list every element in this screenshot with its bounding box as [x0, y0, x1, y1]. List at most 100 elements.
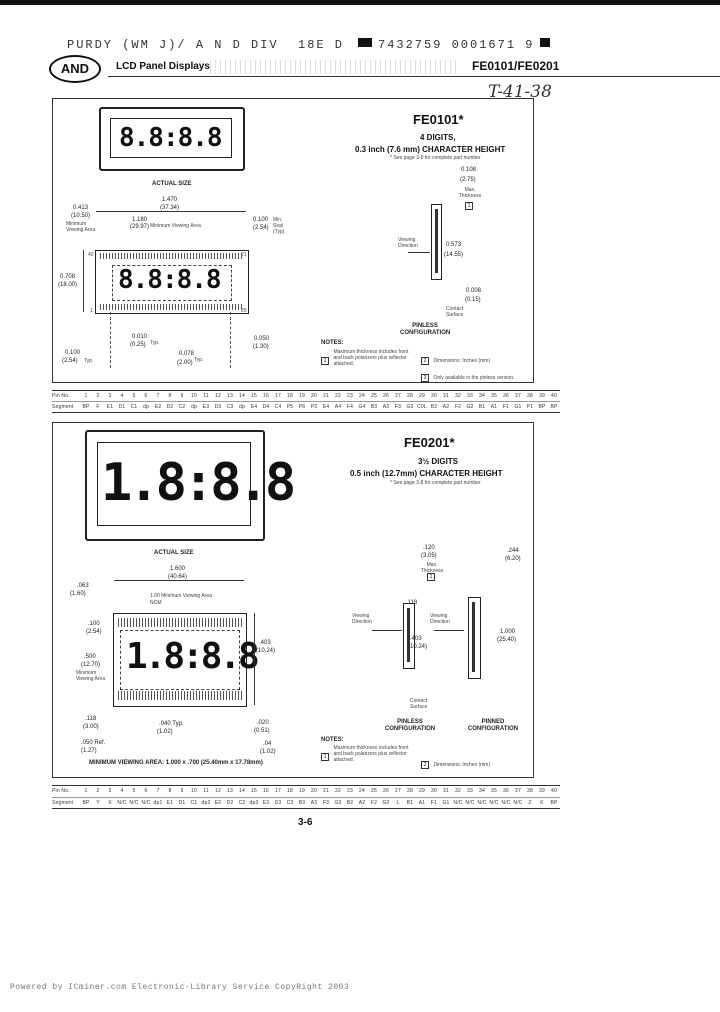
fe0101-side-h: 0.573 — [446, 242, 462, 248]
fe0101-pin-cell: 9 — [180, 393, 184, 399]
fe0201-pin-cell: 19 — [299, 788, 305, 794]
fe0101-pitch: 0.100 — [65, 350, 81, 356]
fe0101-side-h-mm: (14.55) — [444, 252, 464, 258]
fe0201-seg-cell: A3 — [310, 800, 318, 806]
fe0101-pin-cell: 1 — [84, 393, 88, 399]
fe0201-view-label: 1.00 Minimum Viewing Area — [150, 593, 212, 599]
fe0101-pin-cell: 3 — [108, 393, 112, 399]
fe0201-ref3: .020 — [257, 720, 269, 726]
fe0201-right-dim-mm: (1.02) — [260, 749, 276, 755]
fe0201-max-thick-mm: (3.05) — [421, 553, 437, 559]
fe0101-overall-w-mm: (37.34) — [160, 205, 180, 211]
fe0201-pin-cell: 37 — [515, 788, 521, 794]
fe0101-seg-cell: P3 — [310, 404, 318, 410]
fe0101-pin-cell: 8 — [168, 393, 172, 399]
fe0101-pin-cell: 16 — [263, 393, 269, 399]
fe0201-seg-cell: B1 — [406, 800, 414, 806]
fe0101-seg-cell: G2 — [466, 404, 474, 410]
fe0101-seg-cell: dp — [191, 404, 197, 410]
fe0101-min-label: Min. Seal (Typ) — [273, 217, 285, 235]
fe0101-contact: Contact Surface — [446, 306, 464, 318]
fe0101-note-2: 2 Dimensions: Inches (mm) — [421, 349, 521, 367]
fe0101-pin-cell: 37 — [515, 393, 521, 399]
fe0101-viewing: Viewing Direction — [398, 237, 418, 249]
fe0101-pin-typ: Typ. — [150, 340, 160, 346]
fe0201-seg-cell: C3 — [286, 800, 294, 806]
fe0201-ref-mm: (1.27) — [81, 748, 97, 754]
fe0101-pitch-typ: Typ. — [84, 358, 94, 364]
fe0201-seg-cell: N/C — [129, 800, 139, 806]
fe0201-pin-cell: 17 — [275, 788, 281, 794]
fe0101-front-outline: 8.8:8.8 — [95, 250, 249, 314]
fe0201-view-arrow-1 — [372, 630, 402, 631]
fe0201-seg-cell: F2 — [370, 800, 378, 806]
fe0101-seg-cell: P6 — [298, 404, 306, 410]
fe0101-pin-cell: 18 — [287, 393, 293, 399]
fe0201-note-ref-1: 1 — [427, 573, 435, 581]
fe0101-part: FE0101* — [413, 112, 464, 127]
fe0201-seg-cell: dp2 — [201, 800, 211, 806]
fe0201-nom: NOM — [150, 600, 162, 606]
fe0101-pinless: PINLESS CONFIGURATION — [400, 323, 451, 336]
fe0101-height-line — [83, 250, 84, 312]
fe0201-pin-off-mm: (3.00) — [83, 724, 99, 730]
fe0201-seg-cell: X — [108, 800, 112, 806]
fe0101-pin-cell: 12 — [215, 393, 221, 399]
fe0201-seg-cell: Y — [96, 800, 100, 806]
fe0101-pin-cell: 14 — [239, 393, 245, 399]
fe0201-pin-cell: 38 — [527, 788, 533, 794]
fe0201-side-dim2-mm: (6.20) — [505, 556, 521, 562]
fe0101-ext-line-1 — [110, 312, 111, 368]
fe0101-pin-w: 0.010 — [132, 334, 148, 340]
fe0201-note-2: 2 Dimensions: Inches (mm) — [421, 753, 521, 771]
fe0101-digit-count: 4 DIGITS, — [420, 133, 456, 142]
fe0101-seg-label: Segment — [52, 404, 74, 410]
fe0101-pin-cell: 10 — [191, 393, 197, 399]
top-scan-border — [0, 0, 720, 5]
fe0201-digit-count: 3½ DIGITS — [418, 457, 459, 466]
fe0101-digits: 8.8:8.8 — [119, 123, 223, 153]
fe0201-pinless: PINLESS CONFIGURATION — [384, 719, 436, 732]
fe0201-seg-cell: G1 — [442, 800, 450, 806]
fe0201-front-digits: 1.8:8.8 — [126, 636, 260, 677]
fe0201-bottom-pins — [118, 691, 242, 700]
fe0101-table-mid — [52, 401, 560, 402]
scan-header-text: PURDY (WM J)/ A N D DIV — [67, 38, 279, 52]
fe0201-pin-cell: 10 — [191, 788, 197, 794]
fe0101-front-digits: 8.8:8.8 — [118, 265, 222, 295]
fe0201-actual-size: ACTUAL SIZE — [154, 550, 194, 556]
fe0101-pin-cell: 23 — [347, 393, 353, 399]
page-number: 3-6 — [298, 817, 313, 828]
fe0101-right-dim-mm: (1.30) — [253, 344, 269, 350]
fe0101-seg-cell: A4 — [334, 404, 342, 410]
fe0201-viewing-2: Viewing Direction — [430, 613, 450, 625]
fe0101-seg-cell: P1 — [526, 404, 534, 410]
fe0201-pin-cell: 25 — [371, 788, 377, 794]
scan-header-code: 18E D — [298, 38, 345, 52]
fe0201-side-dim2: .244 — [507, 548, 519, 554]
fe0201-pin-cell: 31 — [443, 788, 449, 794]
fe0101-pin-cell: 11 — [203, 393, 209, 399]
fe0101-pin-cell: 20 — [311, 393, 317, 399]
fe0201-pin-cell: 2 — [96, 788, 100, 794]
fe0201-pin-label: Pin No. — [52, 788, 70, 794]
fe0101-see-page: * See page 3-9 for complete part number — [390, 155, 481, 161]
fe0201-pinless-body — [403, 603, 415, 669]
fe0201-seg-label: Segment — [52, 800, 74, 806]
fe0101-pin-w-mm: (0.25) — [130, 342, 146, 348]
fe0101-seg-cell: F3 — [394, 404, 402, 410]
fe0201-side-w-mm: (10.24) — [408, 644, 428, 650]
fe0101-pin-cell: 21 — [323, 393, 329, 399]
fe0201-max-thick: .120 — [423, 545, 435, 551]
fe0101-lcd-actual: 8.8:8.8 — [99, 107, 245, 171]
fe0101-seg-cell: F1 — [502, 404, 510, 410]
fe0201-note-1: 1 Maximum thickness includes front and b… — [321, 745, 416, 763]
fe0201-char-height: 0.5 inch (12.7mm) CHARACTER HEIGHT — [350, 469, 503, 478]
fe0201-pin-cell: 3 — [108, 788, 112, 794]
fe0101-pin-cell: 40 — [551, 393, 557, 399]
fe0201-pin-cell: 36 — [503, 788, 509, 794]
fe0101-pin-cell: 39 — [539, 393, 545, 399]
fe0201-pin-cell: 40 — [551, 788, 557, 794]
fe0201-viewing-1: Viewing Direction — [352, 613, 372, 625]
fe0201-right-h: .403 — [259, 640, 271, 646]
